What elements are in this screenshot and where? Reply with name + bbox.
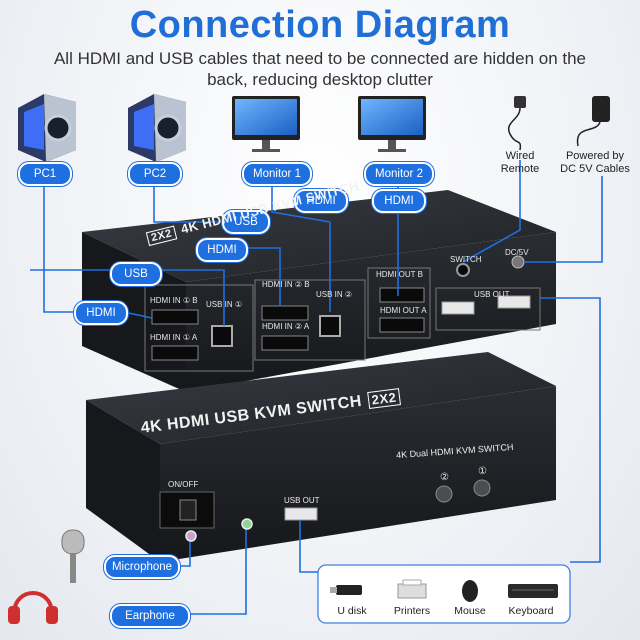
pc1-label: PC1 [18,162,72,186]
microphone-label: Microphone [104,555,180,579]
port-hdmi-in-2b: HDMI IN ② B [262,280,310,289]
peripheral-label-mouse: Mouse [454,605,486,617]
usb-cable-label-top: USB [222,210,270,234]
peripherals-panel [317,564,571,624]
port-hdmi-in-1b: HDMI IN ① B [150,296,198,305]
port-hdmi-in-1a: HDMI IN ① A [150,333,198,342]
wired-remote-icon [507,96,526,151]
power-caption: Powered by DC 5V Cables [560,150,630,175]
monitor2-icon [358,96,426,152]
port-hdmi-in-2a: HDMI IN ② A [262,322,310,331]
front-badge: 2X2 [366,388,402,410]
u-disk-icon [330,585,362,595]
peripheral-label-keyboard: Keyboard [508,605,554,617]
printer-icon [397,579,427,599]
earphone-label: Earphone [110,604,190,628]
hdmi-cable-label-mid: HDMI [196,238,248,262]
front-button-2-label: ② [440,472,449,483]
port-dc5v: DC/5V [505,248,529,257]
wired-remote-caption: Wired Remote [500,150,540,175]
pc1-tower-icon [18,94,76,162]
port-hdmi-out-b: HDMI OUT B [376,270,423,279]
peripheral-label-u-disk: U disk [337,605,367,617]
monitor2-label: Monitor 2 [364,162,434,186]
keyboard-icon [508,584,558,598]
microphone-icon [61,529,85,583]
power-adapter-icon [576,96,610,147]
front-on-off: ON/OFF [168,480,199,489]
port-switch: SWITCH [450,255,482,264]
front-usb-out: USB OUT [284,496,320,505]
hdmi-cable-label-left: HDMI [74,301,128,325]
port-usb-in-1: USB IN ① [206,300,243,309]
front-button-1-label: ① [478,466,487,477]
page-title: Connection Diagram [129,4,511,46]
monitor1-label: Monitor 1 [242,162,312,186]
pc2-label: PC2 [128,162,182,186]
monitor1-icon [232,96,300,152]
kvm-front-device [86,352,556,562]
port-usb-in-2: USB IN ② [316,290,353,299]
page-subtitle: All HDMI and USB cables that need to be … [53,49,587,89]
pc2-tower-icon [128,94,186,162]
hdmi-cable-label-2: HDMI [372,189,426,213]
hdmi-cable-label-1: HDMI [294,189,348,213]
port-hdmi-out-a: HDMI OUT A [380,306,427,315]
usb-cable-label-left: USB [110,262,162,286]
peripheral-label-printers: Printers [393,605,431,617]
earphone-icon [8,591,58,624]
connection-lines [30,160,603,615]
port-usb-out-back: USB OUT [474,290,510,299]
mouse-icon [462,580,478,602]
